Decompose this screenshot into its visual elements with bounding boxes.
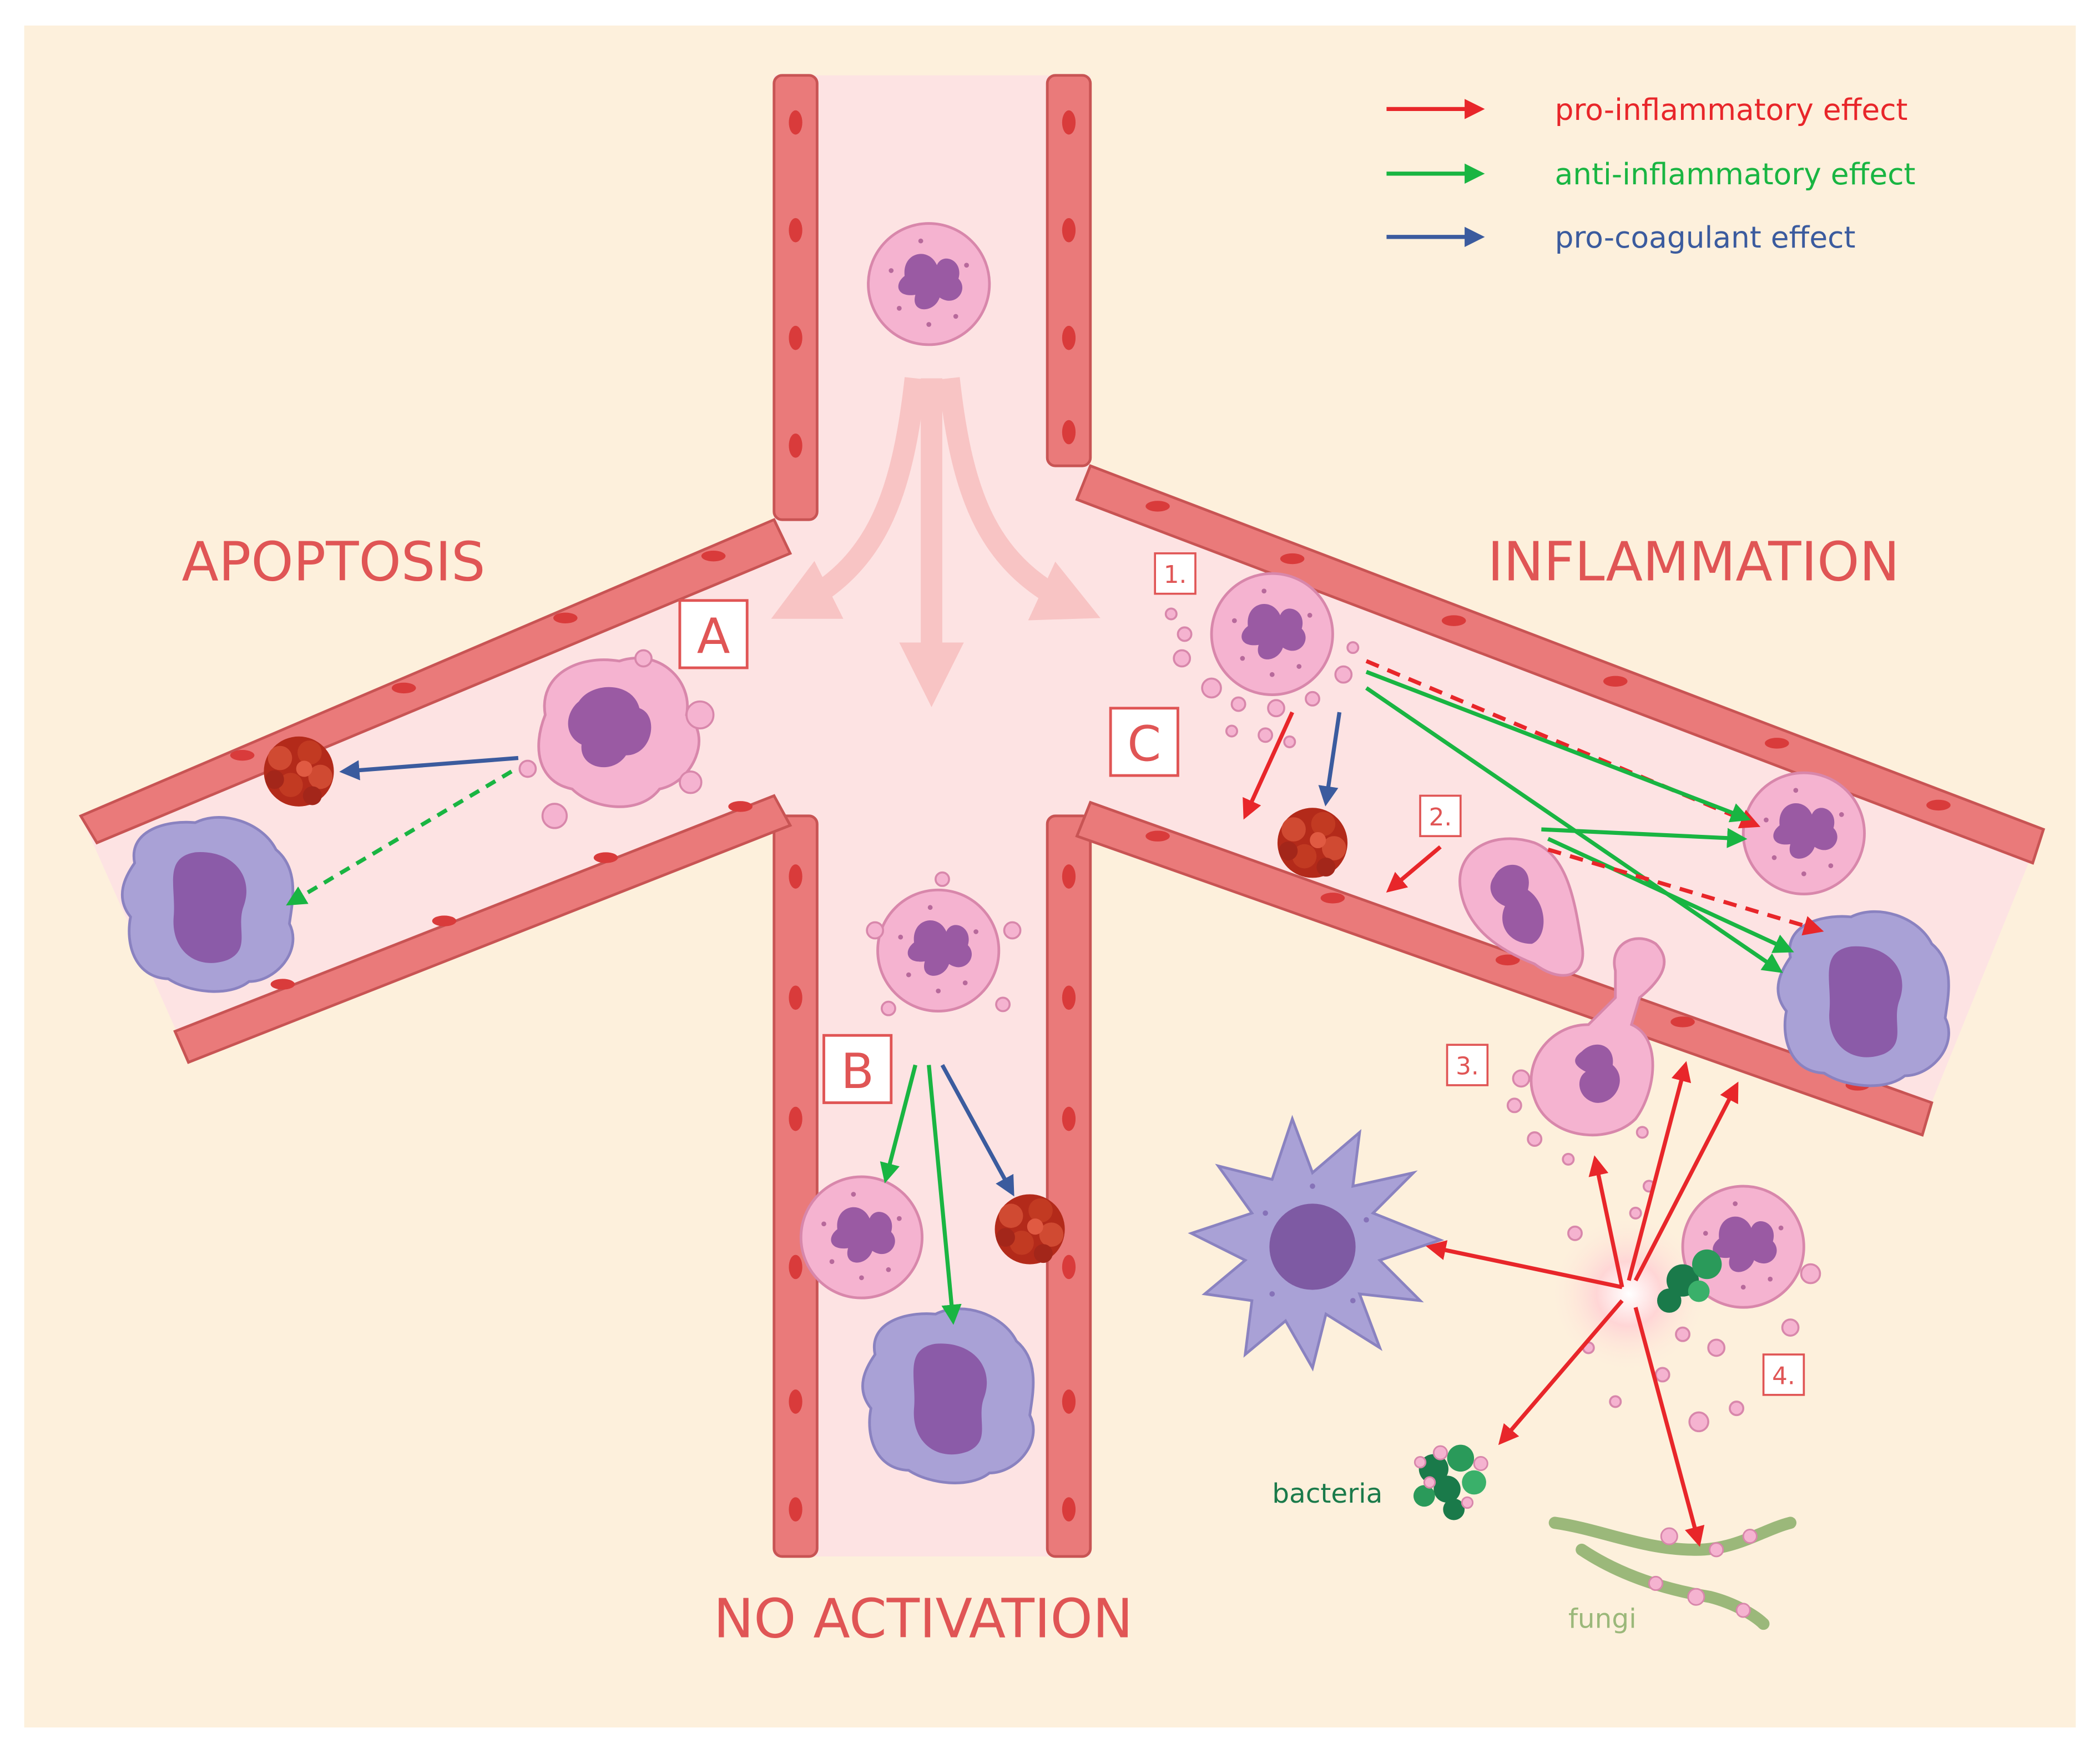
arrow-b-anti-to-neutrophil xyxy=(880,1064,917,1183)
phagocytosing-neutrophil-icon xyxy=(1657,1186,1804,1313)
neutrophil-icon xyxy=(866,871,1022,1016)
platelet-aggregate-icon xyxy=(264,736,334,807)
label-c: C xyxy=(1127,716,1161,772)
neutrophil-icon xyxy=(1743,773,1864,894)
title-no-activation: NO ACTIVATION xyxy=(714,1587,1133,1650)
step-2-label: 2. xyxy=(1429,803,1452,832)
arrow-a-anti-inflammatory xyxy=(286,769,513,906)
legend: pro-inflammatory effect anti-inflammator… xyxy=(1386,92,1915,255)
legend-anti-inflammatory: anti-inflammatory effect xyxy=(1555,157,1916,192)
label-b: B xyxy=(841,1043,874,1100)
transmigrating-neutrophil-icon xyxy=(1506,937,1666,1166)
label-a: A xyxy=(697,608,730,664)
endothelial-wall xyxy=(1046,814,1092,1558)
step-4-box: 4. xyxy=(1762,1353,1805,1396)
dendritic-cell-icon xyxy=(1188,1115,1445,1372)
step-3-box: 3. xyxy=(1446,1044,1489,1086)
step-4-arrows xyxy=(1425,1061,1739,1547)
panel-b-box: B xyxy=(822,1034,893,1104)
endothelial-wall xyxy=(773,74,819,521)
neutrophil-icon xyxy=(801,1177,922,1298)
endothelial-wall xyxy=(173,794,792,1064)
panel-c-box: C xyxy=(1109,707,1179,777)
title-apoptosis: APOPTOSIS xyxy=(181,530,485,593)
released-vesicles xyxy=(1567,1180,1821,1433)
macrophage-icon xyxy=(862,1309,1033,1483)
macrophage-icon xyxy=(1778,911,1949,1086)
endothelial-wall xyxy=(1075,464,2046,865)
title-inflammation: INFLAMMATION xyxy=(1487,530,1900,593)
endothelial-wall xyxy=(773,814,819,1558)
fungi-label: fungi xyxy=(1568,1604,1637,1635)
endothelial-wall xyxy=(1075,800,1934,1137)
burst-center xyxy=(1548,1213,1710,1375)
step-2-box: 2. xyxy=(1419,794,1462,838)
step-3-label: 3. xyxy=(1456,1052,1479,1081)
fungi-icon xyxy=(1548,1517,1797,1630)
arrow-a-coagulant xyxy=(339,755,519,780)
step-2-arrows xyxy=(1386,827,1824,953)
endothelial-wall xyxy=(79,518,792,845)
platelet-aggregate-icon xyxy=(995,1194,1065,1265)
step-1-box: 1. xyxy=(1154,552,1197,595)
step-4-label: 4. xyxy=(1772,1362,1795,1390)
panel-a-box: A xyxy=(678,599,749,669)
step-1-arrows xyxy=(1243,659,1783,973)
distribution-arrows xyxy=(771,377,1101,707)
arrow-b-anti-to-macrophage xyxy=(927,1065,962,1325)
activated-neutrophil-icon xyxy=(1164,573,1360,748)
apoptotic-neutrophil-icon xyxy=(518,649,715,829)
bacteria-icon xyxy=(1413,1444,1488,1520)
endothelial-nuclei xyxy=(230,110,1951,1522)
neutrophil-icon xyxy=(869,224,990,345)
endothelium xyxy=(79,74,2046,1558)
platelet-aggregate-icon xyxy=(1277,808,1348,878)
arrow-b-coagulant xyxy=(940,1064,1014,1197)
step-1-label: 1. xyxy=(1164,561,1187,589)
legend-pro-coagulant: pro-coagulant effect xyxy=(1555,220,1856,255)
bacteria-label: bacteria xyxy=(1272,1478,1382,1509)
macrophage-icon xyxy=(122,817,293,991)
endothelial-wall xyxy=(1046,74,1092,467)
legend-pro-inflammatory: pro-inflammatory effect xyxy=(1555,92,1908,127)
migrating-neutrophil-icon xyxy=(1458,837,1584,977)
